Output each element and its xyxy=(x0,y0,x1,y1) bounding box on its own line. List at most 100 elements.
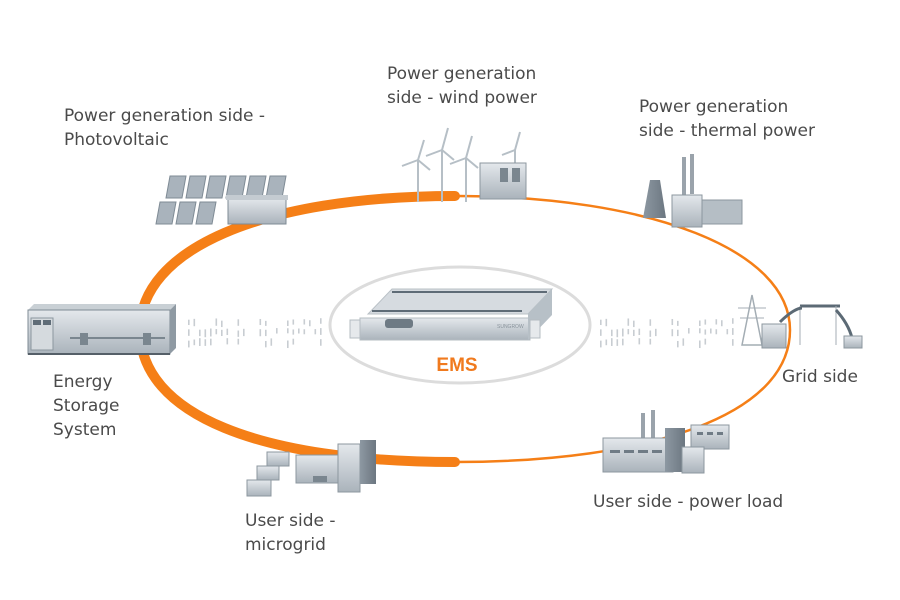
signal-dash xyxy=(287,340,289,349)
label-line: User side - power load xyxy=(593,492,784,512)
signal-dash xyxy=(243,328,245,337)
signal-dash xyxy=(622,328,624,337)
signal-dash xyxy=(726,329,729,335)
signal-dashes-left xyxy=(188,318,322,349)
thermal-power-icon xyxy=(643,154,743,228)
signal-dash xyxy=(600,329,602,336)
label-line: Power generation side - xyxy=(64,106,266,126)
signal-dash xyxy=(215,329,218,335)
signal-dash xyxy=(199,329,201,337)
signal-dash xyxy=(292,319,295,325)
signal-dash xyxy=(204,329,207,338)
signal-dash xyxy=(732,328,734,335)
signal-dash xyxy=(704,319,707,325)
signal-dash xyxy=(638,328,641,336)
signal-dash xyxy=(633,329,635,337)
label-power-load: User side - power load xyxy=(593,490,783,514)
label-line: side - wind power xyxy=(387,88,537,108)
device-brand-label: SUNGROW xyxy=(497,324,524,330)
signal-dash xyxy=(265,340,267,348)
signal-dash xyxy=(210,338,212,346)
signal-dash xyxy=(193,339,196,346)
label-line: System xyxy=(53,420,117,440)
signal-dash xyxy=(710,328,712,334)
signal-dash xyxy=(226,338,229,345)
signal-dash xyxy=(210,328,212,337)
signal-dash xyxy=(265,320,267,326)
signal-dash xyxy=(682,338,685,346)
signal-dash xyxy=(303,319,306,325)
signal-dash xyxy=(276,328,278,334)
signal-dash xyxy=(699,328,701,334)
ems-label: EMS xyxy=(436,355,477,376)
signal-dash xyxy=(188,340,190,348)
label-line: side - thermal power xyxy=(639,121,816,141)
signal-dash xyxy=(627,318,630,326)
signal-dash xyxy=(309,320,311,327)
energy-storage-icon xyxy=(27,304,176,355)
signal-dash xyxy=(671,329,674,337)
signal-dash xyxy=(622,338,624,346)
signal-dash xyxy=(649,319,652,326)
signal-dash xyxy=(320,318,322,324)
signal-dash xyxy=(188,319,190,326)
signal-dash xyxy=(699,340,701,349)
wind-power-icon xyxy=(401,127,521,202)
signal-dash xyxy=(237,330,240,337)
microgrid-icon xyxy=(246,440,376,497)
label-line: Grid side xyxy=(782,367,858,387)
label-grid-side: Grid side xyxy=(782,365,858,389)
label-photovoltaic: Power generation side - Photovoltaic xyxy=(64,104,265,152)
signal-dash xyxy=(732,318,734,324)
signal-dash xyxy=(611,329,613,337)
signal-dash xyxy=(215,318,218,326)
signal-dash xyxy=(221,329,223,337)
signal-dash xyxy=(320,339,322,346)
signal-dash xyxy=(259,318,262,326)
signal-dash xyxy=(270,338,273,346)
signal-dash xyxy=(605,318,608,327)
signal-dash xyxy=(237,319,240,326)
label-line: Power generation xyxy=(387,64,537,84)
signal-dash xyxy=(193,318,196,327)
label-wind-power: Power generation side - wind power xyxy=(387,62,537,110)
signal-dash xyxy=(204,339,207,346)
signal-dash xyxy=(320,328,322,335)
signal-dash xyxy=(627,329,630,335)
signal-dash xyxy=(671,318,674,326)
signal-dash xyxy=(677,340,679,348)
signal-dash xyxy=(303,329,306,335)
label-energy-storage-system: Energy Storage System xyxy=(53,370,120,442)
signal-dashes-right xyxy=(600,318,734,349)
signal-dash xyxy=(704,329,707,335)
signal-dash xyxy=(699,320,701,326)
label-line: microgrid xyxy=(245,535,326,555)
signal-dash xyxy=(298,328,300,334)
signal-dash xyxy=(677,329,679,337)
signal-dash xyxy=(715,329,718,335)
signal-dash xyxy=(655,328,657,337)
signal-dash xyxy=(292,338,295,345)
signal-dash xyxy=(704,338,707,345)
signal-dash xyxy=(600,340,602,348)
signal-dash xyxy=(616,329,619,338)
label-line: User side - xyxy=(245,511,336,531)
signal-dash xyxy=(649,330,652,337)
signal-dash xyxy=(611,338,613,346)
label-thermal-power: Power generation side - thermal power xyxy=(639,95,815,143)
grid-icon xyxy=(738,294,863,349)
wind-substation-icon xyxy=(479,162,527,200)
signal-dash xyxy=(649,338,652,345)
signal-dash xyxy=(314,329,317,335)
signal-dash xyxy=(605,339,608,346)
signal-dash xyxy=(237,338,240,345)
signal-dash xyxy=(721,320,723,327)
signal-dash xyxy=(732,339,734,346)
signal-dash xyxy=(199,338,201,346)
signal-dash xyxy=(715,319,718,325)
signal-dash xyxy=(616,339,619,346)
signal-dash xyxy=(600,319,602,326)
signal-dash xyxy=(688,328,690,334)
label-line: Storage xyxy=(53,396,120,416)
